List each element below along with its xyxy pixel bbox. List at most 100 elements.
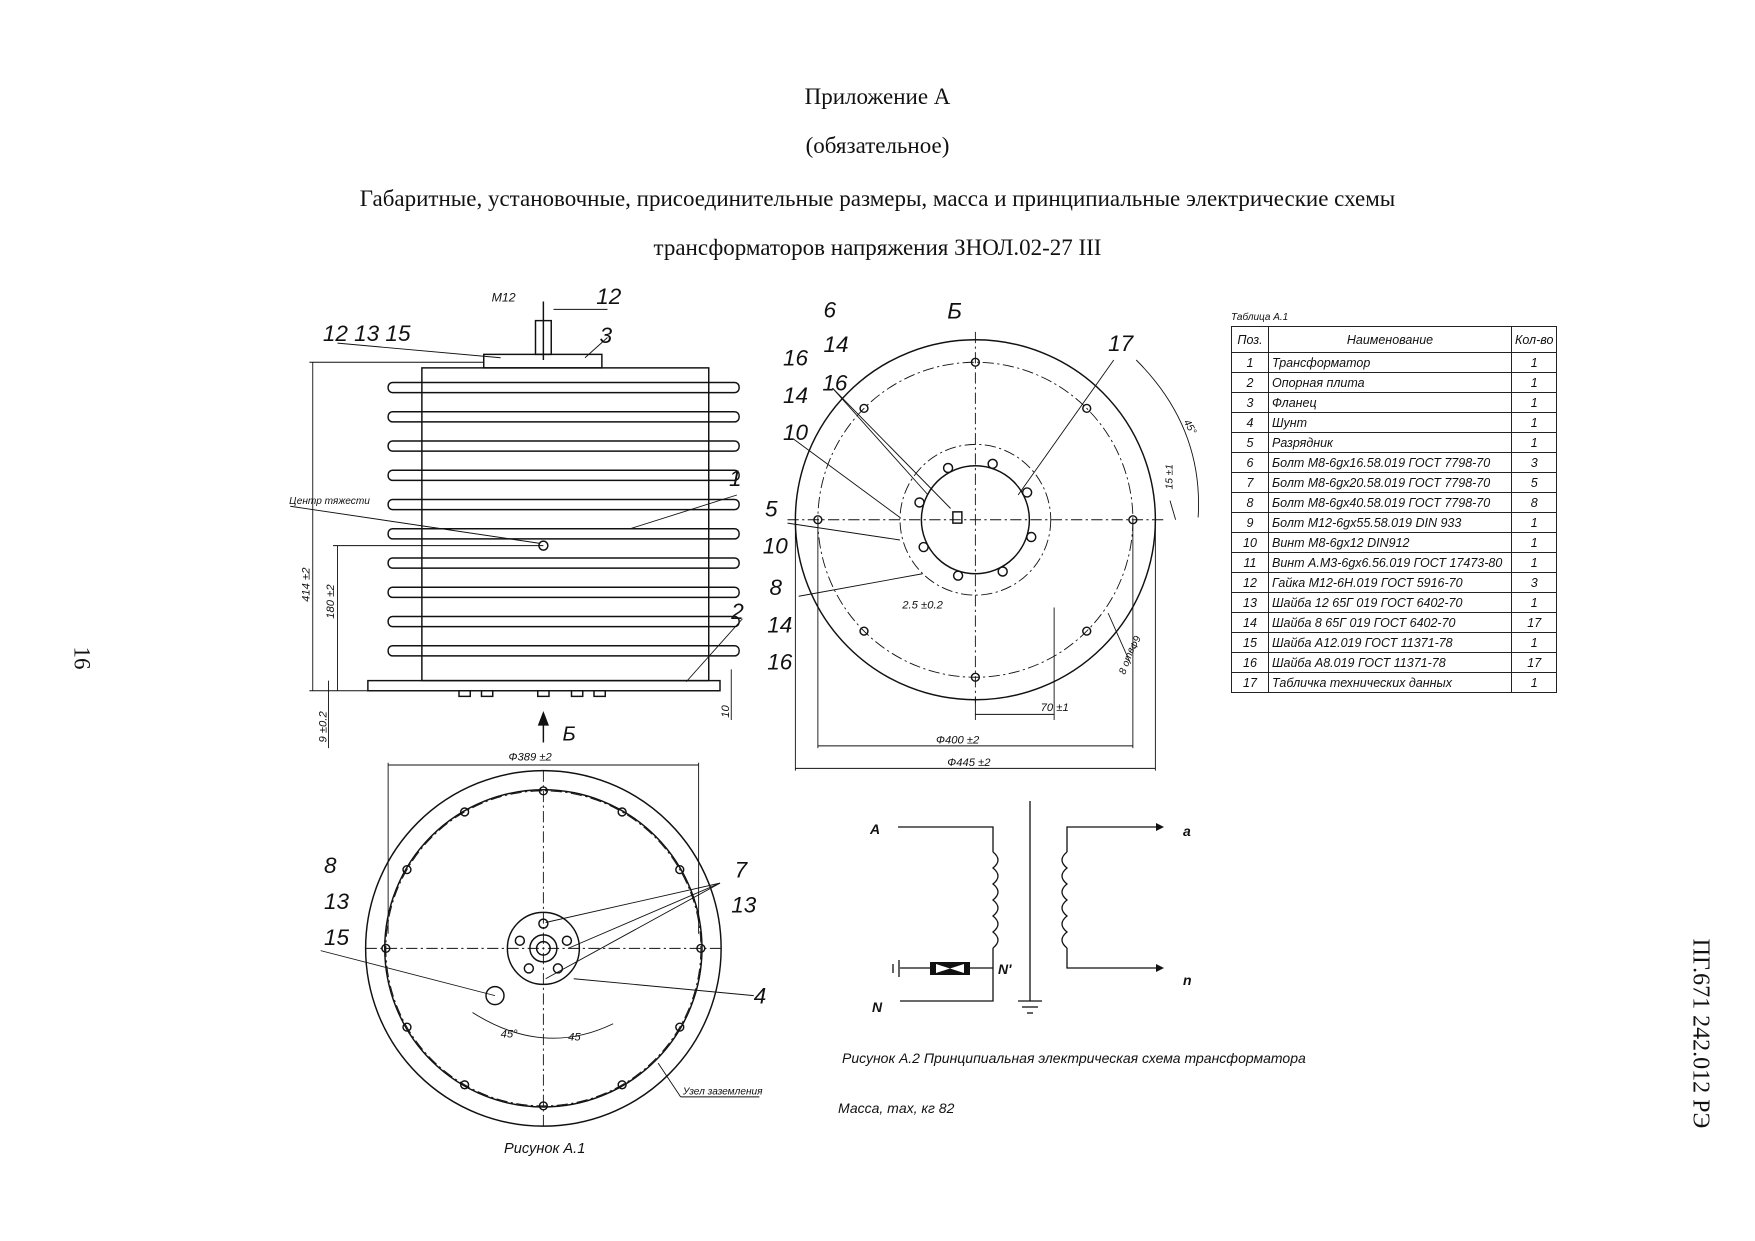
terminal-N-prime: N' [998, 961, 1012, 977]
angle-45-right: 45 [568, 1032, 581, 1044]
label-center-of-gravity: Центр тяжести [289, 496, 370, 507]
mounting-hole [1082, 403, 1092, 414]
bolt-hole [552, 963, 564, 974]
figure-a1-caption: Рисунок А.1 [504, 1141, 585, 1157]
cell-pos: 7 [1231, 472, 1269, 493]
mounting-hole [617, 1080, 627, 1090]
bolt-hole [997, 566, 1008, 577]
dim-70: 70 ±1 [1041, 702, 1069, 714]
angle-45-left: 45° [501, 1028, 519, 1040]
label-pos-12: 12 [596, 284, 622, 309]
label-pos-7: 7 [735, 858, 749, 883]
cell-name: Винт М8-6gx12 DIN912 [1268, 532, 1512, 553]
cell-qty: 1 [1510, 412, 1558, 433]
mounting-hole [459, 807, 470, 817]
insulator-shed [387, 469, 740, 482]
angle-45-b: 45° [1181, 418, 1198, 437]
electrical-schematic: A N' N a n Рисунок А.2 Принципиальная эл… [838, 801, 1306, 1116]
dim-414: 414 ±2 [300, 567, 312, 602]
label-b8: 8 [770, 575, 783, 600]
cell-qty: 1 [1510, 632, 1558, 653]
mounting-hole [402, 864, 412, 875]
bolt-hole [987, 458, 998, 470]
cell-pos: 15 [1231, 632, 1269, 653]
col-header-name: Наименование [1268, 326, 1512, 353]
bolt-hole [561, 935, 573, 946]
bolt-hole [538, 918, 549, 929]
label-pos-12-13-15: 12 13 15 [323, 321, 411, 346]
mounting-hole [859, 626, 869, 636]
bolt-hole [914, 497, 925, 508]
dim-2-5: 2.5 ±0.2 [901, 600, 943, 612]
cell-qty: 3 [1510, 572, 1558, 593]
dim-15: 15 ±1 [1164, 464, 1175, 489]
cell-pos: 17 [1231, 672, 1269, 693]
cell-qty: 1 [1510, 512, 1558, 533]
bolt-hole [523, 963, 535, 974]
mounting-hole [696, 943, 706, 954]
dim-445: Ф445 ±2 [947, 757, 991, 769]
cell-name: Болт М12-6gx55.58.019 DIN 933 [1268, 512, 1512, 533]
label-pos-3: 3 [600, 323, 613, 348]
label-b16: 16 [783, 346, 809, 371]
cell-name: Болт М8-6gx16.58.019 ГОСТ 7798-70 [1268, 452, 1512, 473]
cell-name: Шунт [1268, 412, 1512, 433]
cell-name: Шайба А8.019 ГОСТ 11371-78 [1268, 652, 1512, 673]
mounting-hole [617, 807, 627, 817]
cell-qty: 1 [1510, 552, 1558, 573]
cell-pos: 11 [1231, 552, 1269, 573]
cell-name: Фланец [1268, 392, 1512, 413]
cell-qty: 17 [1510, 652, 1558, 673]
cell-name: Трансформатор [1268, 352, 1512, 373]
cell-qty: 5 [1510, 472, 1558, 493]
cell-pos: 2 [1231, 372, 1269, 393]
mounting-hole [1082, 626, 1092, 636]
bolt-hole [918, 541, 929, 553]
dim-10: 10 [720, 704, 732, 717]
label-pos-13b: 13 [731, 892, 757, 917]
bolt-hole [514, 935, 526, 946]
cell-qty: 1 [1510, 352, 1558, 373]
cell-qty: 1 [1510, 672, 1558, 693]
cell-qty: 1 [1510, 392, 1558, 413]
dim-400: Ф400 ±2 [936, 735, 980, 747]
cell-name: Болт М8-6gx40.58.019 ГОСТ 7798-70 [1268, 492, 1512, 513]
label-b6: 6 [824, 297, 837, 322]
label-pos-15: 15 [324, 925, 350, 950]
dim-180: 180 ±2 [325, 584, 337, 619]
mounting-hole [459, 1080, 470, 1090]
dim-389: Ф389 ±2 [509, 752, 553, 764]
mass-note: Масса, max, кг 82 [838, 1100, 955, 1116]
cell-pos: 4 [1231, 412, 1269, 433]
mounting-hole [538, 1101, 549, 1111]
cell-name: Шайба 12 65Г 019 ГОСТ 6402-70 [1268, 592, 1512, 613]
label-pos-2: 2 [730, 599, 744, 624]
cell-pos: 16 [1231, 652, 1269, 673]
bolt-hole [1021, 487, 1033, 498]
cell-name: Опорная плита [1268, 372, 1512, 393]
cell-qty: 17 [1510, 612, 1558, 633]
cell-pos: 3 [1231, 392, 1269, 413]
cell-qty: 1 [1510, 532, 1558, 553]
cell-name: Винт А.М3-6gx6.56.019 ГОСТ 17473-80 [1268, 552, 1512, 573]
cell-name: Гайка М12-6Н.019 ГОСТ 5916-70 [1268, 572, 1512, 593]
terminal-N: N [872, 999, 883, 1015]
cell-name: Шайба А12.019 ГОСТ 11371-78 [1268, 632, 1512, 653]
appendix-title: Приложение А [804, 84, 951, 109]
col-header-pos: Поз. [1231, 326, 1269, 353]
dim-9: 9 ±0.2 [317, 711, 329, 743]
label-b5: 5 [765, 496, 778, 521]
cell-pos: 12 [1231, 572, 1269, 593]
